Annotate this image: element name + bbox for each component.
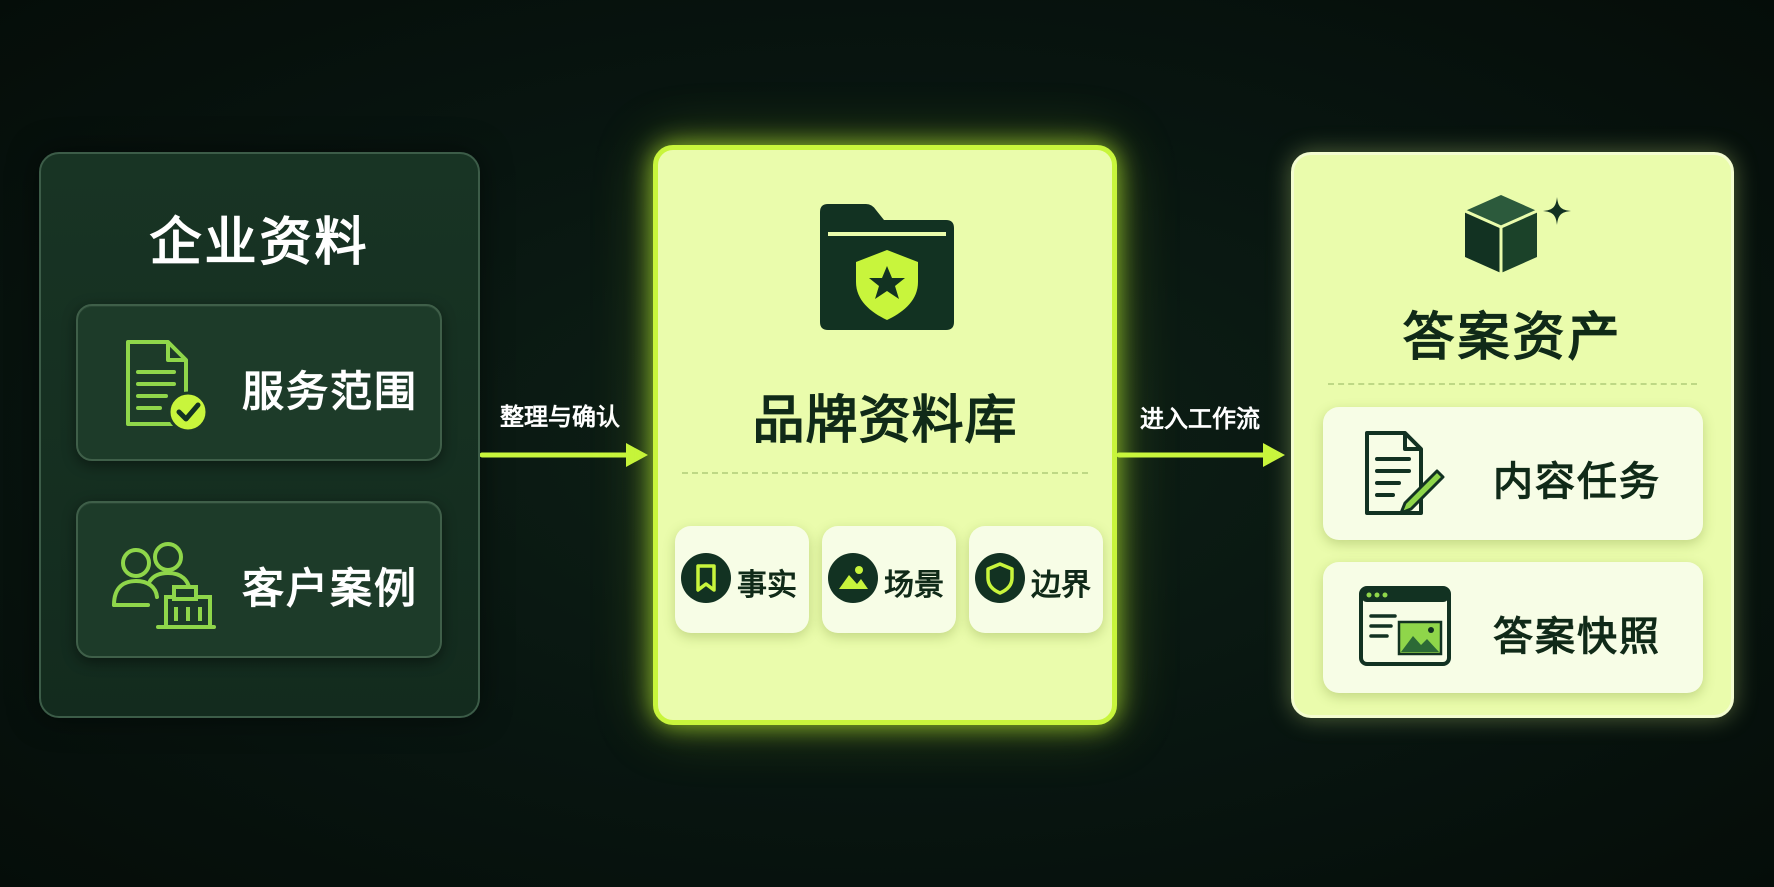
arrow-right-icon [1117, 443, 1285, 467]
brand-library-panel: 品牌资料库 事实 场景 边界 [653, 145, 1117, 725]
answer-snapshot-card[interactable]: 答案快照 [1323, 562, 1703, 693]
content-tasks-card[interactable]: 内容任务 [1323, 407, 1703, 540]
document-check-icon [126, 340, 209, 433]
chip-facts-label: 事实 [737, 568, 797, 603]
image-icon [828, 553, 878, 603]
chip-facts[interactable]: 事实 [675, 526, 809, 633]
people-building-icon [112, 542, 216, 629]
brand-library-title: 品牌资料库 [752, 391, 1018, 451]
answer-assets-panel: 答案资产 内容任务 答案快照 [1291, 152, 1734, 718]
content-tasks-label: 内容任务 [1493, 459, 1661, 505]
arrow-right-icon [480, 443, 648, 467]
answer-snapshot-label: 答案快照 [1493, 614, 1661, 660]
answer-assets-title: 答案资产 [1402, 308, 1623, 368]
arrow-enter-workflow-label: 进入工作流 [1140, 405, 1260, 433]
service-scope-label: 服务范围 [242, 367, 419, 416]
chip-boundaries[interactable]: 边界 [969, 526, 1103, 633]
document-pencil-icon [1365, 431, 1445, 515]
chip-scenarios[interactable]: 场景 [822, 526, 956, 633]
shield-icon [975, 553, 1025, 603]
divider [1328, 383, 1697, 385]
arrow-organize-confirm-label: 整理与确认 [500, 403, 620, 431]
browser-image-icon [1359, 586, 1451, 666]
folder-shield-star-icon [820, 204, 954, 330]
divider [682, 472, 1088, 474]
bookmark-icon [681, 553, 731, 603]
source-panel-title: 企业资料 [149, 213, 370, 273]
customer-cases-card[interactable]: 客户案例 [76, 501, 442, 658]
chip-boundaries-label: 边界 [1031, 568, 1091, 603]
chip-scenarios-label: 场景 [884, 568, 944, 603]
customer-cases-label: 客户案例 [242, 564, 419, 613]
source-panel: 企业资料 服务范围 客户案例 [39, 152, 480, 718]
cube-sparkle-icon [1464, 195, 1571, 273]
service-scope-card[interactable]: 服务范围 [76, 304, 442, 461]
